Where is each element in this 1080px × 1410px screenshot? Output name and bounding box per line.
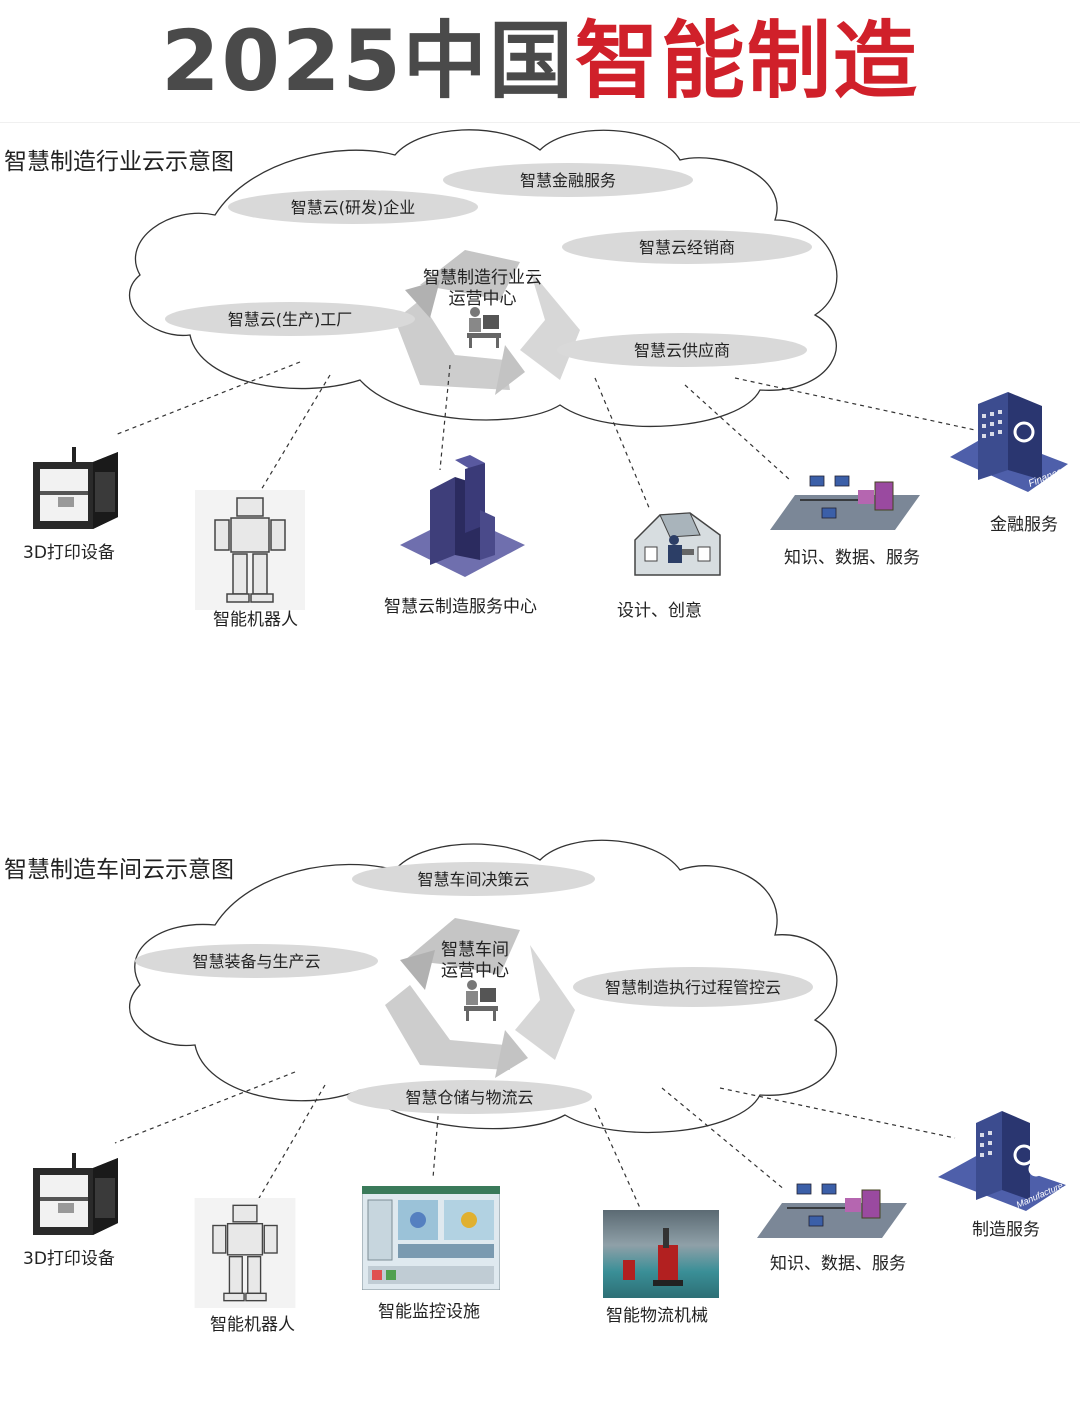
section2-recycle-icon	[385, 918, 575, 1078]
operator-desk-icon	[464, 980, 498, 1021]
endpoint-label-monitor: 智能监控设施	[378, 1302, 480, 1322]
endpoint-label-knowledge: 知识、数据、服务	[784, 548, 920, 568]
finance-building-icon: Finance	[950, 392, 1068, 492]
section2-cloud	[128, 839, 838, 1134]
center-line1: 智慧车间	[441, 940, 509, 960]
operator-desk-icon	[467, 307, 501, 348]
endpoint-label-knowledge: 知识、数据、服务	[770, 1254, 906, 1274]
section2-title: 智慧制造车间云示意图	[4, 857, 234, 883]
cloud-item-finance: 智慧金融服务	[443, 163, 693, 197]
cloud-item-decision: 智慧车间决策云	[352, 862, 595, 896]
endpoint-label-3d-printer: 3D打印设备	[23, 1249, 115, 1269]
cloud-item-equipment: 智慧装备与生产云	[135, 944, 378, 978]
endpoint-label-logistics: 智能物流机械	[606, 1306, 708, 1326]
forklift-photo-icon	[603, 1210, 719, 1298]
monitor-screen-icon	[362, 1186, 500, 1290]
endpoint-label-service-center: 智慧云制造服务中心	[384, 597, 537, 617]
title-part-dark: 2025中国	[161, 12, 575, 110]
3d-printer-icon	[33, 447, 118, 529]
header: 2025中国智能制造	[0, 0, 1080, 123]
center-line2: 运营中心	[441, 961, 509, 981]
cloud-item-supplier: 智慧云供应商	[557, 333, 807, 367]
manufacture-building-icon: Manufacture	[938, 1111, 1066, 1211]
cloud-item-factory: 智慧云(生产)工厂	[165, 302, 415, 336]
robot-icon	[194, 1198, 296, 1308]
building-icon	[400, 455, 525, 577]
endpoint-label-design: 设计、创意	[617, 601, 702, 621]
cloud-item-logistics: 智慧仓储与物流云	[347, 1080, 592, 1114]
3d-printer-icon	[33, 1153, 118, 1235]
center-line2: 运营中心	[448, 289, 517, 309]
endpoint-label-robot: 智能机器人	[213, 610, 298, 630]
center-line1: 智慧制造行业云	[423, 268, 542, 288]
cloud-item-execution: 智慧制造执行过程管控云	[573, 967, 813, 1007]
network-icon	[757, 1183, 907, 1238]
page-title: 2025中国智能制造	[0, 6, 1080, 116]
robot-icon	[195, 490, 305, 610]
title-part-red: 智能制造	[574, 12, 919, 110]
network-icon	[770, 475, 920, 530]
cloud-item-rd: 智慧云(研发)企业	[228, 190, 478, 224]
endpoint-label-3d-printer: 3D打印设备	[23, 543, 115, 563]
endpoint-label-robot: 智能机器人	[210, 1315, 295, 1335]
endpoint-label-finance: 金融服务	[990, 515, 1058, 535]
cloud-item-dealer: 智慧云经销商	[562, 230, 812, 264]
endpoint-label-manufacture: 制造服务	[972, 1220, 1040, 1240]
house-icon	[634, 512, 721, 576]
section1-title: 智慧制造行业云示意图	[4, 149, 234, 175]
header-divider	[0, 122, 1080, 123]
section1-recycle-icon	[395, 250, 580, 395]
section2-center-label: 智慧车间 运营中心	[420, 940, 530, 982]
section1-center-label: 智慧制造行业云 运营中心	[400, 268, 565, 310]
